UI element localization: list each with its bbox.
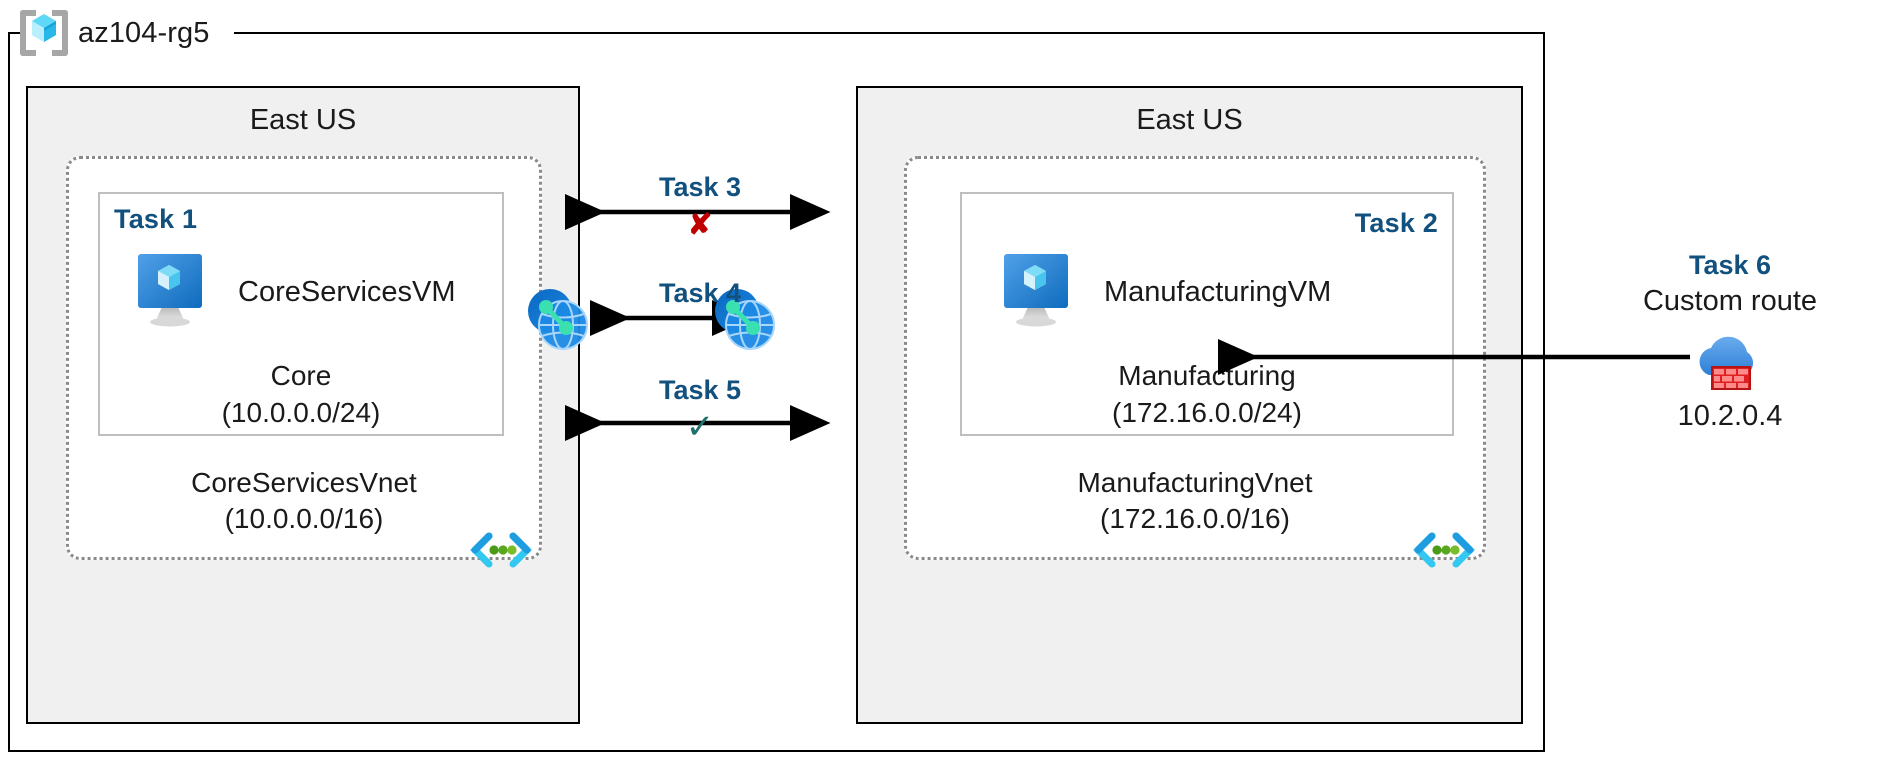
resource-group-name: az104-rg5	[78, 16, 210, 49]
task-label-2: Task 2	[1354, 208, 1438, 238]
region-name-left: East US	[249, 104, 357, 136]
firewall-cloud-icon	[1687, 327, 1773, 399]
vnet-peering-icon-right	[708, 281, 782, 355]
task-5-status-check-icon: ✓	[685, 408, 715, 446]
vm-right: ManufacturingVM	[998, 252, 1331, 333]
subnet-box-right: Task 2	[960, 192, 1454, 436]
subnet-box-left: Task 1	[98, 192, 504, 436]
subnet-name-right: Manufacturing	[1118, 360, 1296, 391]
task-6-description: Custom route	[1642, 285, 1818, 317]
subnet-address-left: (10.0.0.0/24)	[221, 397, 381, 428]
subnet-code-brackets-icon	[1412, 529, 1476, 571]
vnet-name-right: ManufacturingVnet	[1077, 467, 1313, 498]
subnet-code-brackets-icon	[469, 529, 533, 571]
vm-name-right: ManufacturingVM	[1104, 276, 1332, 308]
vm-name-left: CoreServicesVM	[238, 276, 456, 308]
resource-group-boundary	[8, 32, 1545, 752]
vnet-peering-icon-left	[521, 281, 595, 355]
task-3-status-cross-icon: ✘	[687, 209, 713, 241]
task-label-3: Task 3	[658, 172, 742, 202]
vnet-address-space-right: (172.16.0.0/16)	[1100, 503, 1290, 534]
azure-resource-group-icon	[20, 8, 68, 58]
vnet-address-space-left: (10.0.0.0/16)	[224, 503, 384, 534]
subnet-address-right: (172.16.0.0/24)	[1112, 397, 1302, 428]
virtual-machine-icon	[998, 252, 1086, 333]
firewall-ip-address: 10.2.0.4	[1677, 400, 1783, 432]
task-label-1: Task 1	[114, 204, 198, 234]
task-label-5: Task 5	[658, 375, 742, 405]
task-label-4: Task 4	[658, 278, 742, 308]
task-label-6: Task 6	[1688, 250, 1772, 280]
region-name-right: East US	[1136, 104, 1243, 136]
subnet-name-left: Core	[270, 360, 332, 391]
vm-left: CoreServicesVM	[132, 252, 456, 333]
virtual-machine-icon	[132, 252, 220, 333]
vnet-name-left: CoreServicesVnet	[191, 467, 417, 498]
resource-group-label-group: az104-rg5	[20, 8, 216, 58]
